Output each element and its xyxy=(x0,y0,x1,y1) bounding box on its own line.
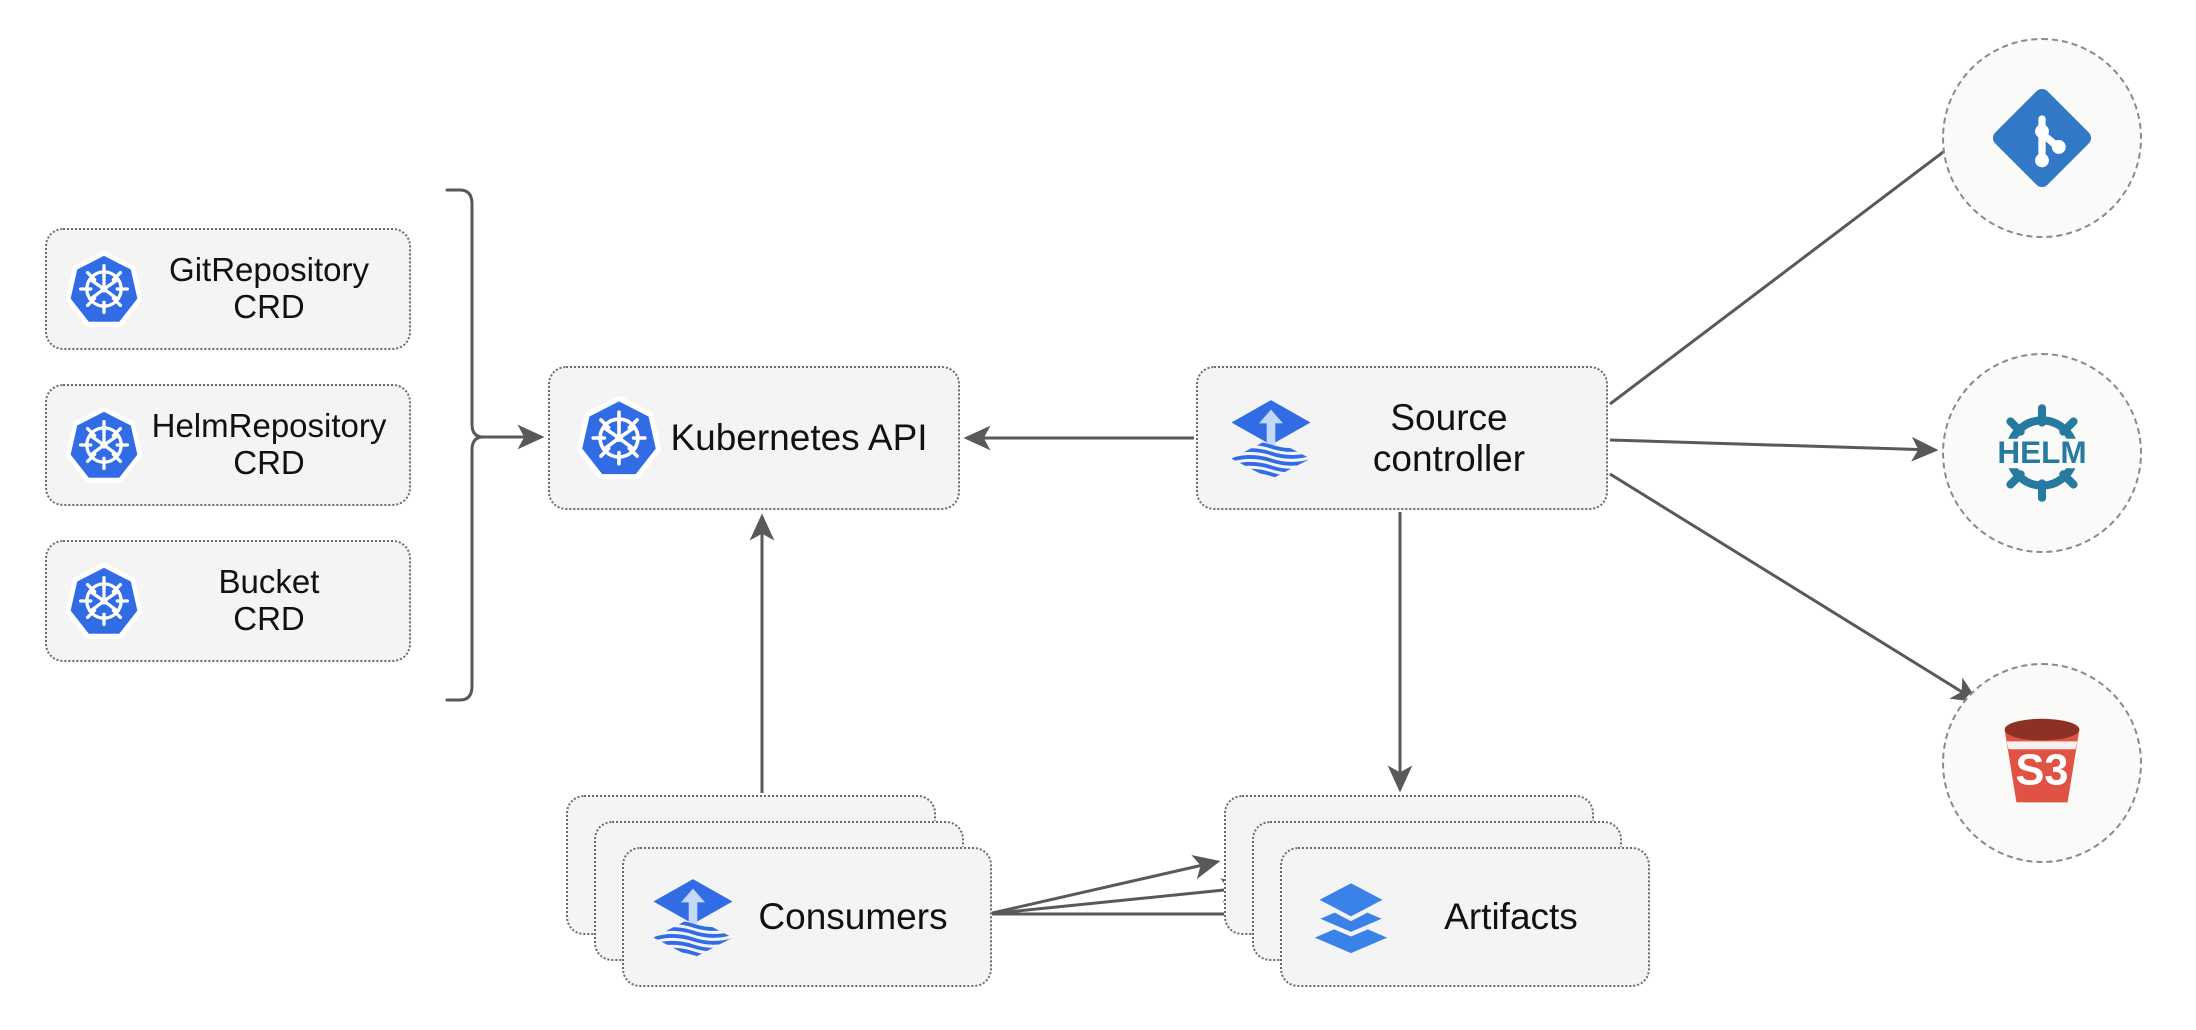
s3-icon: S3 xyxy=(1983,704,2101,822)
kubernetes-icon xyxy=(576,395,662,481)
crd-card-helmrepository[interactable]: HelmRepository CRD xyxy=(45,384,411,506)
crd-label: GitRepository CRD xyxy=(169,251,369,325)
helm-icon: HELM xyxy=(1981,392,2103,514)
artifacts-stack-sheet-front[interactable]: Artifacts xyxy=(1280,847,1650,987)
source-circle-s3[interactable]: S3 xyxy=(1942,663,2142,863)
flux-icon xyxy=(1228,395,1314,481)
consumers-stack-sheet-front[interactable]: Consumers xyxy=(622,847,992,987)
crd-label: Bucket CRD xyxy=(218,563,320,637)
helm-wordmark: HELM xyxy=(1997,434,2086,470)
crd-card-gitrepository[interactable]: GitRepository CRD xyxy=(45,228,411,350)
edge-source-controller-to-helm xyxy=(1609,436,1939,462)
layers-icon xyxy=(1308,874,1394,960)
source-circle-git[interactable] xyxy=(1942,38,2142,238)
node-source-controller[interactable]: Source controller xyxy=(1196,366,1608,510)
s3-wordmark: S3 xyxy=(2016,747,2069,795)
edge-source-controller-to-git xyxy=(1609,125,1979,406)
node-label: Source controller xyxy=(1372,396,1526,479)
edge-consumers-to-artifacts-2 xyxy=(987,877,1249,916)
kubernetes-icon xyxy=(65,406,143,484)
git-icon xyxy=(1986,82,2098,194)
crd-card-bucket[interactable]: Bucket CRD xyxy=(45,540,411,662)
edge-consumers-to-artifacts-1 xyxy=(987,854,1221,916)
kubernetes-icon xyxy=(65,562,143,640)
node-label: Kubernetes API xyxy=(670,417,928,459)
kubernetes-icon xyxy=(65,250,143,328)
flux-icon xyxy=(650,874,736,960)
crd-label: HelmRepository CRD xyxy=(151,407,387,481)
source-circle-helm[interactable]: HELM xyxy=(1942,353,2142,553)
node-label: Artifacts xyxy=(1444,896,1578,937)
node-label: Consumers xyxy=(758,896,948,937)
node-kubernetes-api[interactable]: Kubernetes API xyxy=(548,366,960,510)
crd-group-bracket xyxy=(445,188,485,702)
edge-source-controller-to-s3 xyxy=(1609,472,1979,703)
